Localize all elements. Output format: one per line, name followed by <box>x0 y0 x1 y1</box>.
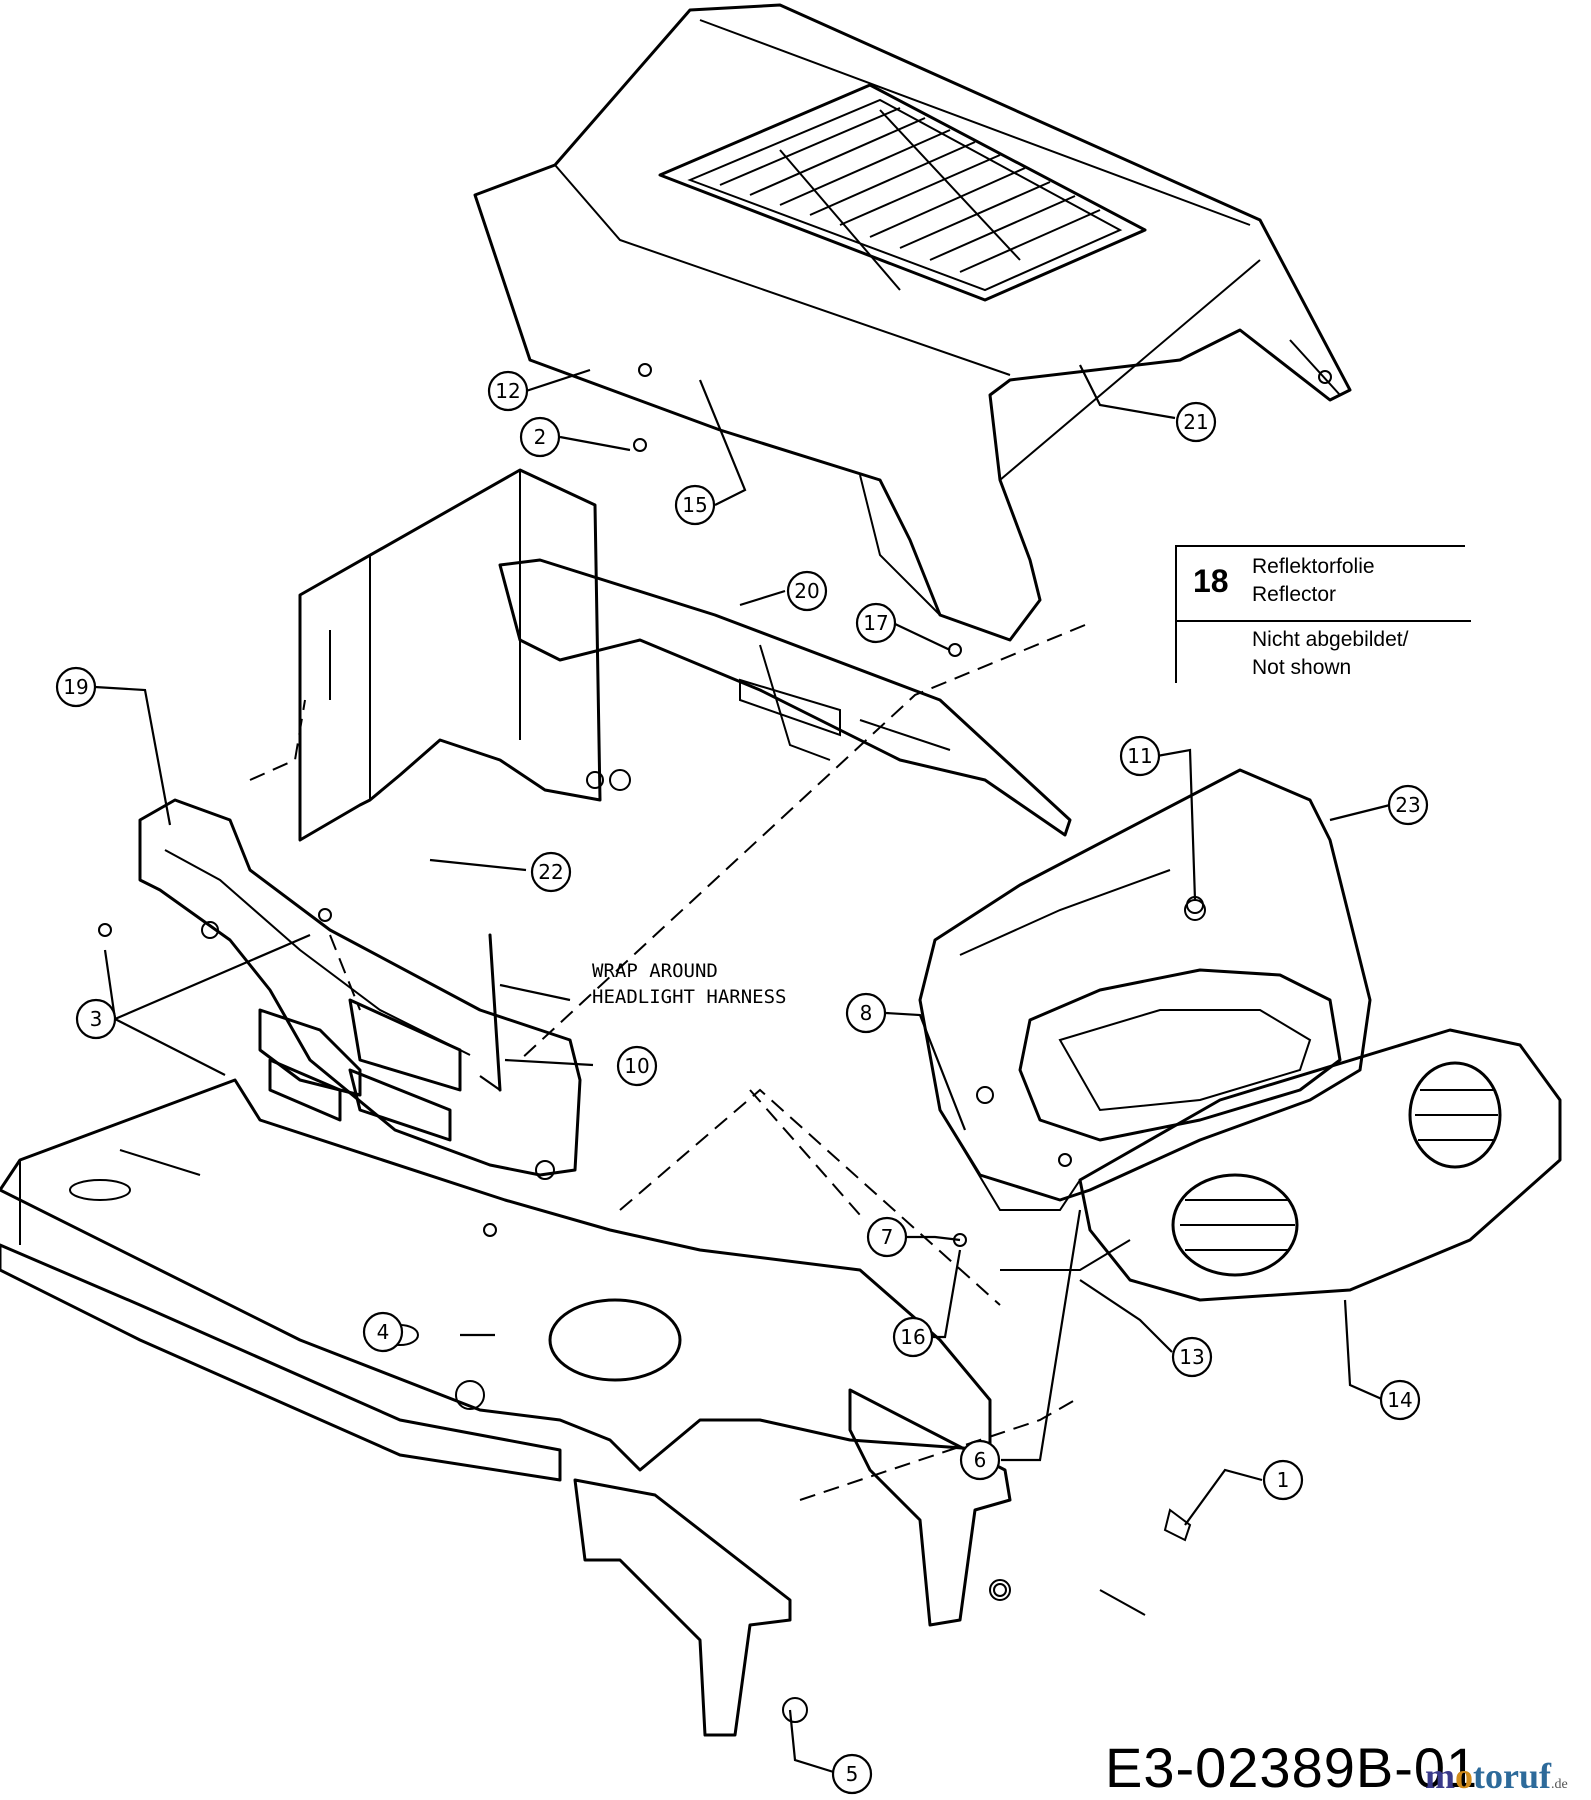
callout-11: 11 <box>1119 735 1161 777</box>
legend-divider-vertical <box>1175 545 1177 683</box>
svg-text:23: 23 <box>1395 793 1420 817</box>
watermark-rest: toruf <box>1473 1756 1551 1796</box>
svg-text:16: 16 <box>900 1325 925 1349</box>
callout-20: 20 <box>786 570 828 612</box>
callout-1: 1 <box>1262 1459 1304 1501</box>
svg-text:20: 20 <box>794 579 819 603</box>
legend-en-note: Not shown <box>1252 656 1352 679</box>
legend-divider-top <box>1175 545 1465 547</box>
callout-19: 19 <box>55 666 97 708</box>
svg-text:12: 12 <box>495 379 520 403</box>
front-rail <box>138 798 582 1180</box>
callout-13: 13 <box>1171 1336 1213 1378</box>
svg-text:19: 19 <box>63 675 88 699</box>
legend-divider-middle <box>1175 620 1471 622</box>
svg-text:17: 17 <box>863 611 888 635</box>
callout-14: 14 <box>1379 1379 1421 1421</box>
callout-3: 3 <box>75 998 117 1040</box>
callout-22: 22 <box>530 851 572 893</box>
svg-text:4: 4 <box>377 1320 390 1344</box>
svg-text:3: 3 <box>90 1007 103 1031</box>
nose-housing <box>918 768 1372 1271</box>
svg-text:14: 14 <box>1387 1388 1412 1412</box>
harness-note-line1: WRAP AROUND <box>592 960 718 982</box>
hardware <box>98 363 1204 1616</box>
firewall-bracket <box>298 468 631 842</box>
svg-text:13: 13 <box>1179 1345 1204 1369</box>
callout-12: 12 <box>487 370 529 412</box>
watermark-logo: motoruf.de <box>1425 1755 1568 1797</box>
svg-text:15: 15 <box>682 493 707 517</box>
callout-5: 5 <box>831 1753 873 1795</box>
watermark-o: o <box>1455 1756 1473 1796</box>
harness-strap <box>488 933 502 1092</box>
callout-17: 17 <box>855 602 897 644</box>
headlight-grille <box>1078 1028 1562 1302</box>
svg-text:7: 7 <box>881 1225 894 1249</box>
callout-2: 2 <box>519 416 561 458</box>
svg-text:1: 1 <box>1277 1468 1290 1492</box>
legend-de-note: Nicht abgebildet/ <box>1252 628 1409 651</box>
callout-21: 21 <box>1175 401 1217 443</box>
svg-text:22: 22 <box>538 860 563 884</box>
hood <box>473 3 1352 642</box>
callout-15: 15 <box>674 484 716 526</box>
harness-note-line2: HEADLIGHT HARNESS <box>592 986 786 1008</box>
assembly-lines <box>249 624 1086 1501</box>
callout-16: 16 <box>892 1316 934 1358</box>
callout-6: 6 <box>959 1439 1001 1481</box>
watermark-tld: .de <box>1550 1777 1568 1792</box>
legend-de-name: Reflektorfolie <box>1252 555 1375 578</box>
dash-panel <box>498 558 1072 837</box>
chassis-frame <box>0 1078 992 1482</box>
svg-text:10: 10 <box>624 1054 649 1078</box>
steering-bracket <box>573 1388 1012 1737</box>
svg-text:2: 2 <box>534 425 547 449</box>
svg-text:5: 5 <box>846 1762 859 1786</box>
callout-10: 10 <box>616 1045 658 1087</box>
svg-text:6: 6 <box>974 1448 987 1472</box>
legend-table: 18 Reflektorfolie Reflector Nicht abgebi… <box>1175 545 1475 683</box>
callout-23: 23 <box>1387 784 1429 826</box>
drawing-code: E3-02389B-01 <box>1105 1736 1479 1799</box>
callout-4: 4 <box>362 1311 404 1353</box>
legend-part-number: 18 <box>1193 563 1229 599</box>
svg-text:11: 11 <box>1127 744 1152 768</box>
legend-en-name: Reflector <box>1252 583 1337 606</box>
svg-text:8: 8 <box>860 1001 873 1025</box>
callout-7: 7 <box>866 1216 908 1258</box>
callout-8: 8 <box>845 992 887 1034</box>
watermark-m: m <box>1425 1756 1455 1796</box>
leader-lines <box>94 364 1391 1776</box>
svg-text:21: 21 <box>1183 410 1208 434</box>
